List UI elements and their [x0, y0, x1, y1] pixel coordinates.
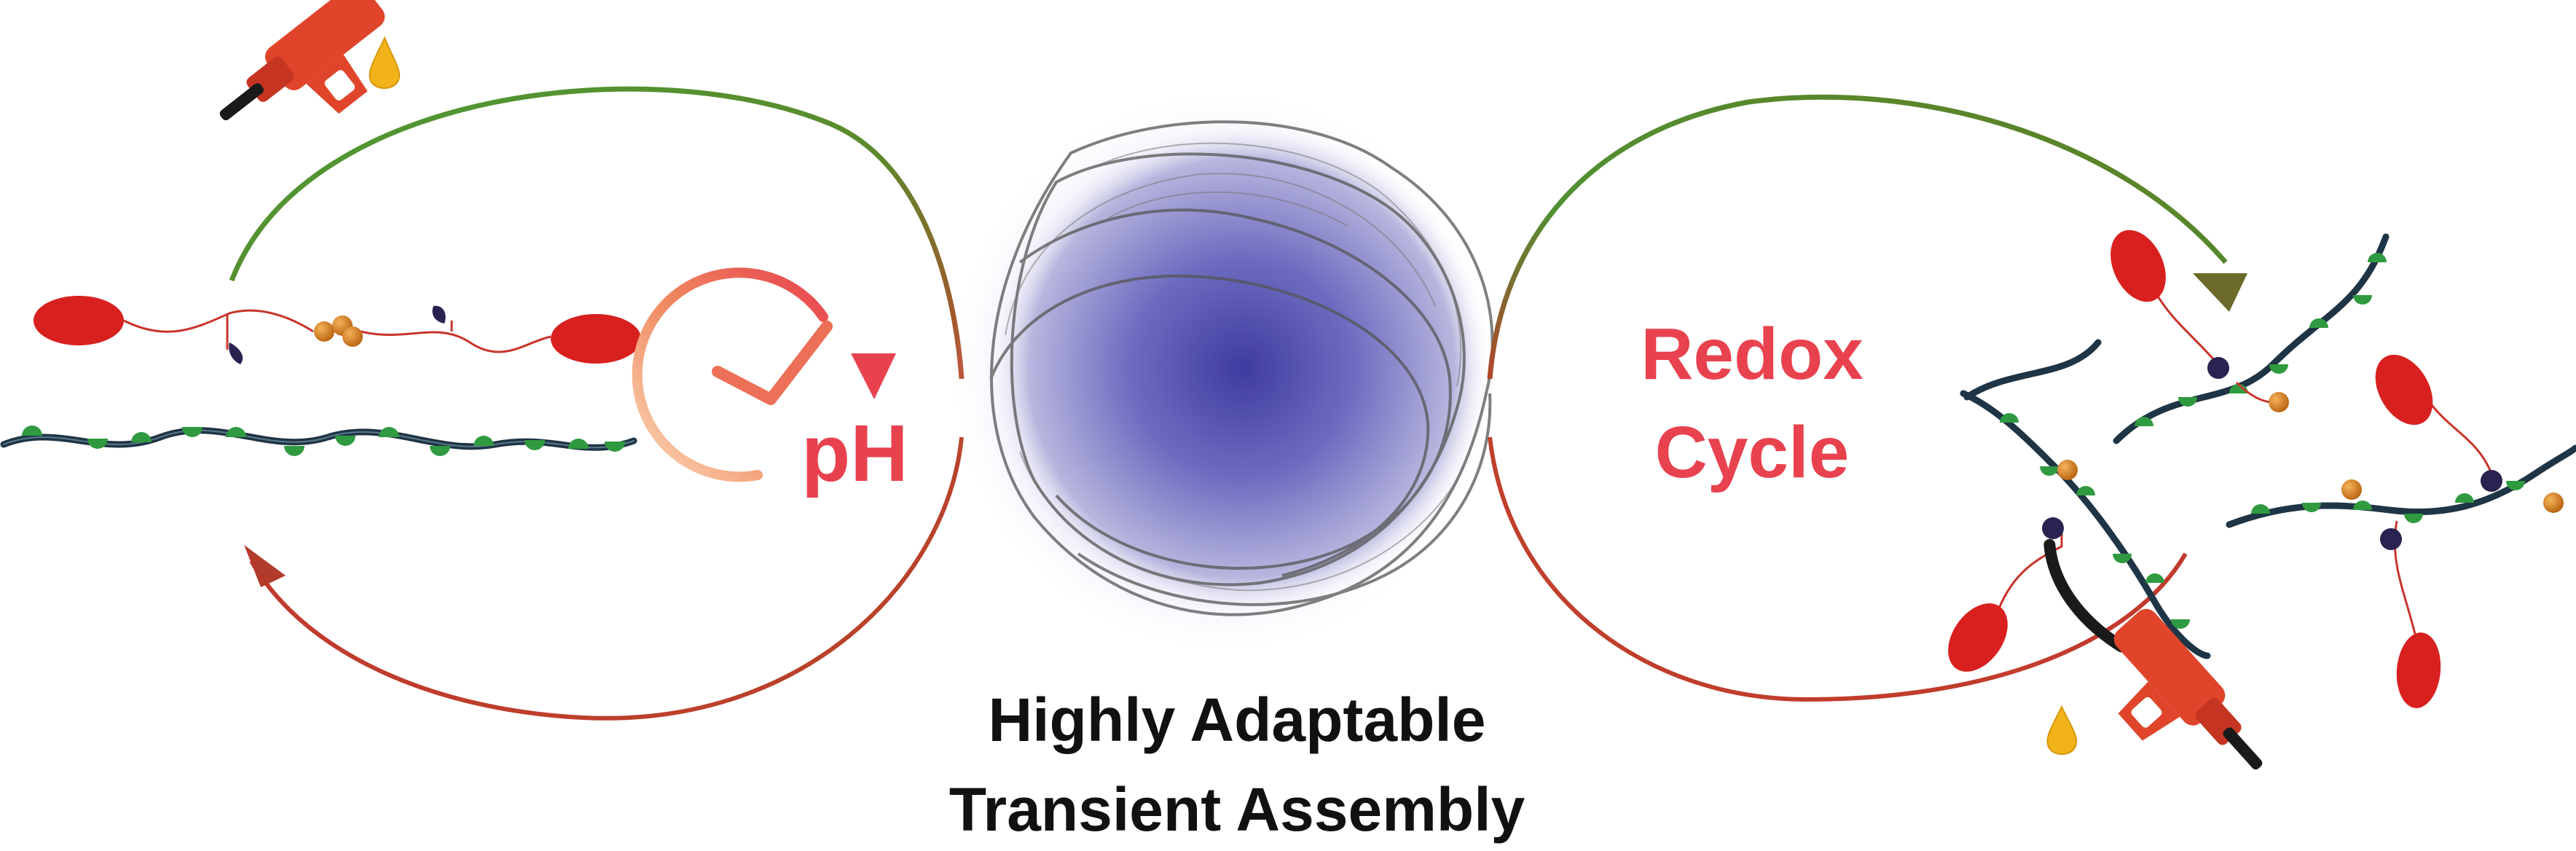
fuel-drop-icon — [2046, 705, 2078, 755]
orange-ball — [342, 326, 363, 347]
redox-cycle-upper-arc — [1487, 94, 2228, 380]
crosslinked-network — [1948, 230, 2576, 708]
red-lobe — [2396, 632, 2441, 708]
caption-line-1: Highly Adaptable — [989, 686, 1486, 754]
orange-ball — [2543, 493, 2564, 513]
ph-cycle-arrowhead — [244, 545, 286, 587]
orange-ball — [2341, 479, 2362, 500]
transient-assembly — [947, 87, 1501, 656]
fuel-drop-icon — [369, 36, 401, 89]
red-lobe — [2110, 230, 2166, 302]
red-lobe — [34, 296, 124, 345]
redox-label-line-1: Redox — [1641, 313, 1864, 395]
navy-unit — [2481, 470, 2502, 492]
navy-unit — [2042, 517, 2064, 539]
red-lobe — [1948, 603, 2008, 672]
redox-cycle — [1487, 94, 2247, 702]
ph-cycle — [229, 86, 965, 721]
navy-unit — [432, 305, 446, 323]
redox-cycle-arrowhead — [2193, 273, 2247, 312]
ph-label: pH — [801, 409, 908, 498]
left-polymer-strand — [0, 426, 637, 456]
orange-ball — [314, 321, 334, 342]
red-lobe — [551, 314, 641, 364]
redox-label-line-2: Cycle — [1655, 412, 1850, 493]
ph-cycle-upper-arc — [229, 86, 965, 380]
orange-ball — [2057, 460, 2078, 480]
navy-unit — [2380, 528, 2402, 550]
navy-unit — [229, 342, 243, 364]
ph-cycle-lower-arc — [249, 436, 964, 721]
orange-ball — [2269, 392, 2289, 412]
fuel-pump-icon — [219, 0, 385, 121]
clock-icon — [632, 267, 896, 482]
left-dimer-molecule — [34, 296, 641, 364]
red-lobe — [2375, 354, 2433, 426]
fuel-pump-icon — [2043, 538, 2263, 770]
navy-unit — [2207, 357, 2229, 379]
caption-line-2: Transient Assembly — [949, 775, 1525, 844]
